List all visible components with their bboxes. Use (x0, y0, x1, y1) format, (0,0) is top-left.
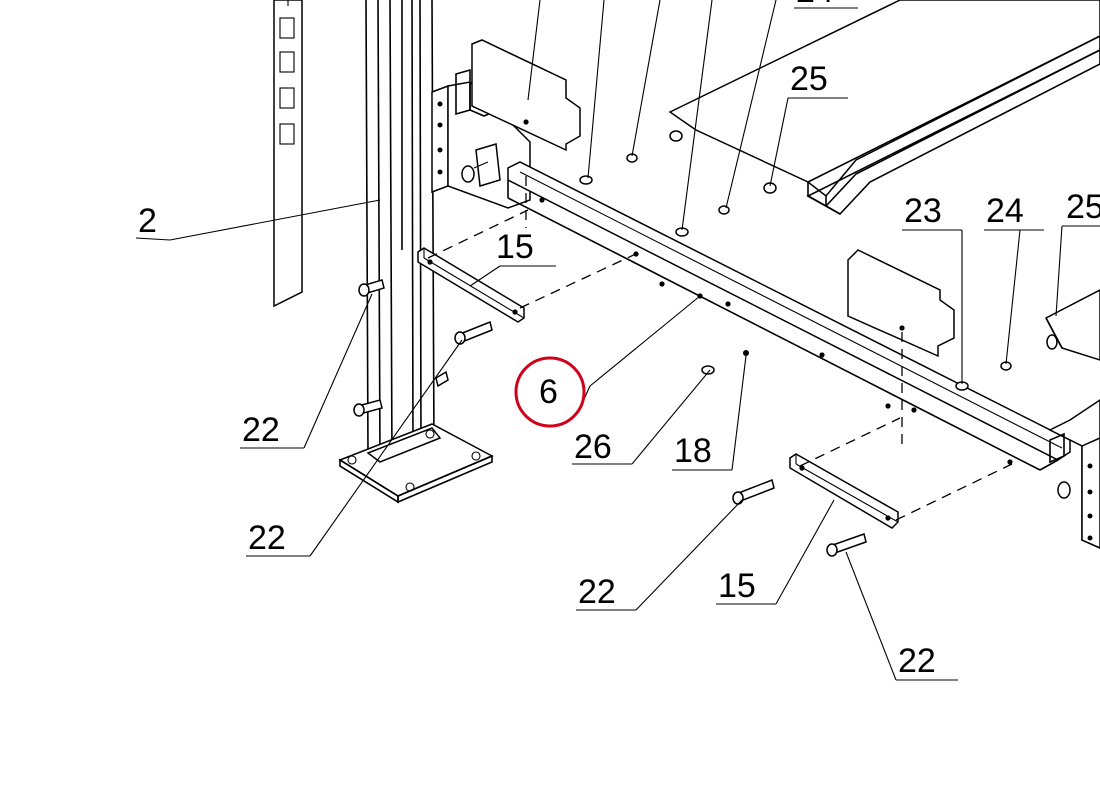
right-end-bracket (1048, 399, 1100, 549)
callout-15-lower: 15 (718, 567, 756, 605)
fasteners (579, 130, 1012, 391)
guide-plate-left (471, 39, 581, 152)
callout-23: 23 (904, 192, 942, 230)
main-beam (507, 161, 1071, 471)
callout-22-bolt-right: 22 (898, 642, 936, 680)
callout-26: 26 (574, 428, 612, 466)
leader-lines (135, 0, 1100, 681)
guide-plate-right (847, 249, 955, 358)
callout-22-column-lower: 22 (248, 519, 286, 557)
deck-plate-lower (1044, 289, 1100, 361)
callout-24-top: 24 (796, 0, 834, 10)
column-post (365, 0, 435, 463)
callout-25-top: 25 (790, 60, 828, 98)
callout-25-right: 25 (1066, 188, 1100, 226)
base-plate (338, 423, 494, 504)
column-bolts (353, 279, 493, 417)
callout-18: 18 (674, 432, 712, 470)
bracket-plate-lower (789, 453, 899, 529)
assembly-dashed-lines (427, 176, 1013, 521)
callout-24-right: 24 (986, 192, 1024, 230)
callout-22-bolt-left: 22 (578, 573, 616, 611)
deck-plate-upper (668, 0, 1100, 216)
callout-2: 2 (138, 202, 157, 240)
slotted-upright-strip (273, 0, 303, 308)
callout-labels: 2 15 6 26 18 22 22 22 15 22 23 24 25 25 … (138, 0, 1100, 680)
callout-22-column-upper: 22 (242, 411, 280, 449)
callout-6: 6 (539, 373, 558, 411)
highlight-circle (514, 356, 586, 428)
callout-15-upper: 15 (496, 228, 534, 266)
